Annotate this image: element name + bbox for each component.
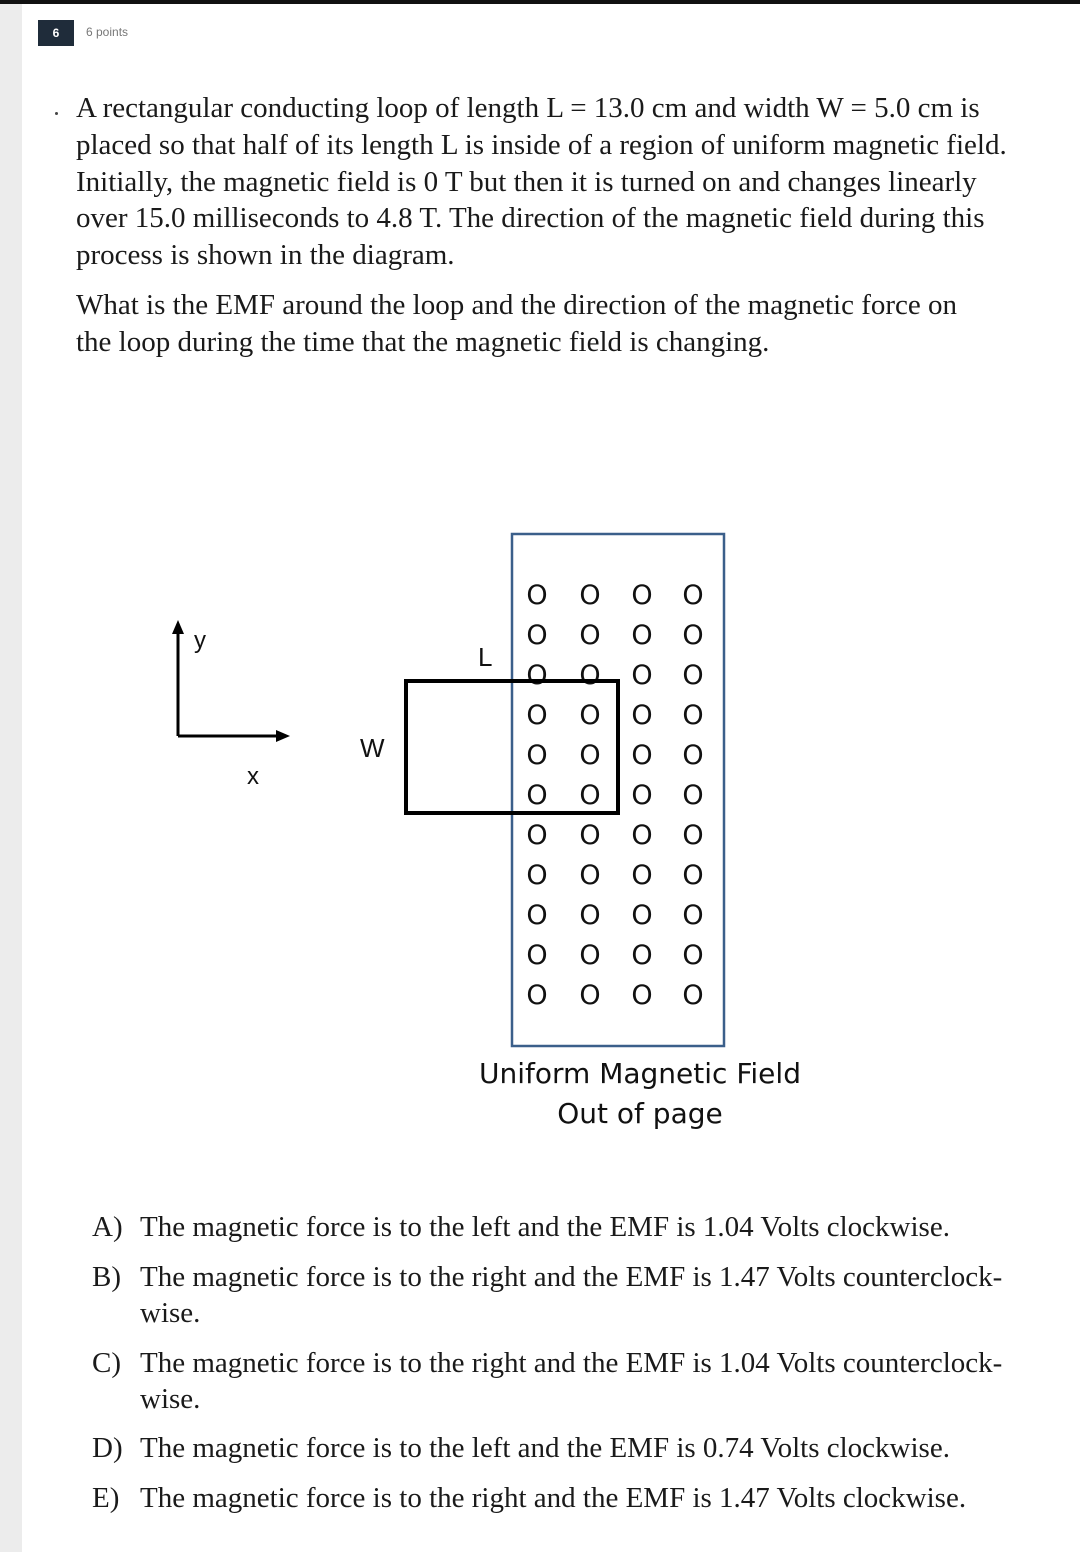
paragraph-line: placed so that half of its length L is i…: [76, 128, 1007, 161]
question-card: 6 6 points: [22, 4, 1080, 1552]
field-symbol: O: [526, 580, 547, 611]
option-text: The magnetic force is to the left and th…: [140, 1432, 950, 1464]
x-axis-label: x: [247, 763, 259, 790]
field-symbol: O: [631, 980, 652, 1011]
option-label: E): [92, 1482, 120, 1514]
option-label: C): [92, 1347, 121, 1379]
field-symbol: O: [682, 660, 703, 691]
field-symbol: O: [631, 620, 652, 651]
length-label: L: [478, 642, 492, 672]
option-d[interactable]: D) The magnetic force is to the left and …: [92, 1430, 1080, 1466]
field-symbol: O: [579, 860, 600, 891]
field-symbol: O: [631, 900, 652, 931]
field-symbol: O: [682, 820, 703, 851]
paragraph-line: over 15.0 milliseconds to 4.8 T. The dir…: [76, 202, 985, 235]
paragraph-line: What is the EMF around the loop and the …: [76, 289, 958, 321]
option-b[interactable]: B) The magnetic force is to the right and…: [92, 1259, 1080, 1331]
field-symbol: O: [682, 900, 703, 931]
field-symbol: O: [579, 820, 600, 851]
field-symbol: O: [526, 740, 547, 771]
option-a[interactable]: A) The magnetic force is to the left and …: [92, 1209, 1080, 1245]
field-symbol: O: [526, 940, 547, 971]
field-symbol: O: [526, 980, 547, 1011]
width-label: W: [360, 733, 385, 763]
question-paragraph-1: A rectangular conducting loop of length …: [76, 90, 1080, 274]
field-symbol: O: [631, 860, 652, 891]
field-symbol: O: [526, 620, 547, 651]
field-symbol: O: [579, 580, 600, 611]
paragraph-line: the loop during the time that the magnet…: [76, 325, 770, 358]
field-symbol: O: [631, 580, 652, 611]
question-paragraph-2: What is the EMF around the loop and the …: [76, 287, 1080, 361]
conducting-loop: [404, 679, 620, 815]
option-label: B): [92, 1261, 121, 1293]
field-symbol: O: [579, 620, 600, 651]
field-symbol: O: [682, 740, 703, 771]
field-symbol: O: [526, 820, 547, 851]
x-axis-arrowhead: [276, 730, 290, 742]
field-symbol: O: [579, 900, 600, 931]
field-symbol: O: [579, 980, 600, 1011]
paragraph-line: process is shown in the diagram.: [76, 239, 455, 272]
field-symbol: O: [526, 780, 547, 811]
field-symbol: O: [631, 700, 652, 731]
field-caption-line-2: Out of page: [557, 1097, 722, 1130]
field-symbol: O: [579, 940, 600, 971]
field-symbol: O: [579, 660, 600, 691]
field-symbol: O: [579, 740, 600, 771]
y-axis-arrowhead: [172, 620, 184, 634]
option-text: The magnetic force is to the right and t…: [140, 1482, 967, 1514]
field-symbol: O: [682, 940, 703, 971]
option-text: The magnetic force is to the right and t…: [140, 1261, 1003, 1293]
field-symbol: O: [526, 860, 547, 891]
field-caption-line-1: Uniform Magnetic Field: [479, 1057, 801, 1090]
option-label: D): [92, 1432, 123, 1464]
field-symbol: O: [631, 740, 652, 771]
field-symbol: O: [631, 780, 652, 811]
left-rail: [0, 4, 22, 1552]
field-symbol: O: [631, 660, 652, 691]
field-symbol: O: [526, 660, 547, 691]
top-bar: [0, 0, 1080, 4]
field-symbol: O: [682, 620, 703, 651]
field-symbol: O: [631, 820, 652, 851]
paragraph-line: Initially, the magnetic field is 0 T but…: [76, 165, 977, 198]
paragraph-bullet: [55, 112, 58, 115]
field-symbol: O: [682, 860, 703, 891]
field-symbol: O: [682, 980, 703, 1011]
question-number-badge: 6: [38, 20, 74, 46]
option-text-continued: wise.: [140, 1297, 201, 1329]
option-text: The magnetic force is to the left and th…: [140, 1211, 950, 1243]
field-symbol: O: [526, 700, 547, 731]
magnetic-field-region: [510, 532, 726, 1048]
paragraph-line: A rectangular conducting loop of length …: [76, 92, 980, 124]
field-symbol: O: [682, 580, 703, 611]
option-text: The magnetic force is to the right and t…: [140, 1347, 1003, 1379]
option-e[interactable]: E) The magnetic force is to the right and…: [92, 1480, 1080, 1516]
field-symbol: O: [579, 700, 600, 731]
field-symbol: O: [682, 780, 703, 811]
option-c[interactable]: C) The magnetic force is to the right and…: [92, 1345, 1080, 1417]
field-symbol: O: [682, 700, 703, 731]
option-label: A): [92, 1211, 123, 1243]
question-points: 6 points: [86, 25, 129, 39]
y-axis-label: y: [194, 627, 206, 654]
option-text-continued: wise.: [140, 1383, 201, 1415]
field-symbol: O: [579, 780, 600, 811]
axes: y x: [172, 620, 290, 790]
field-symbol: O: [631, 940, 652, 971]
field-symbol: O: [526, 900, 547, 931]
